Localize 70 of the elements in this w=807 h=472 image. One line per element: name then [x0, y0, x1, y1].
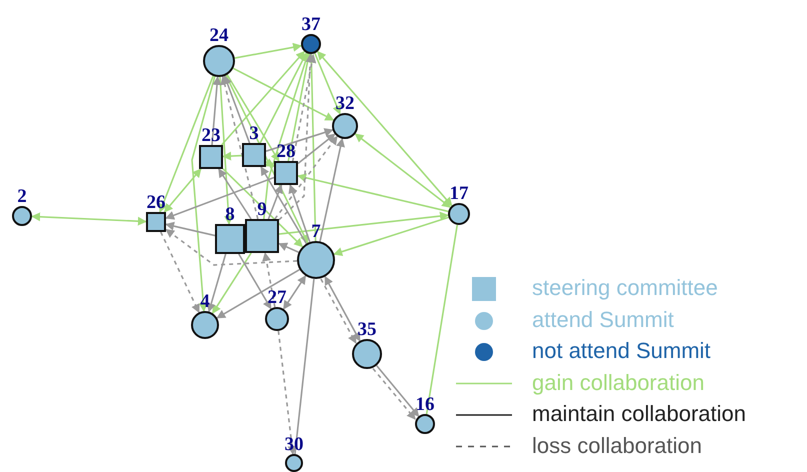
legend-label: loss collaboration — [532, 434, 702, 456]
node-label: 24 — [210, 26, 228, 45]
node-label: 32 — [336, 94, 354, 113]
arrow — [260, 166, 308, 244]
arrow — [264, 158, 275, 167]
arrow — [354, 133, 451, 208]
arrow — [191, 76, 216, 312]
node-label: 9 — [257, 200, 267, 219]
dashed-arrow — [220, 76, 259, 220]
dashed-arrow — [278, 53, 315, 220]
arrow — [206, 254, 226, 312]
arrow — [316, 50, 452, 206]
legend-label: steering committee — [532, 277, 718, 299]
arrow — [221, 50, 305, 146]
arrow — [219, 76, 234, 225]
arrow — [297, 173, 448, 212]
node-label: 35 — [358, 320, 376, 339]
arrow — [259, 52, 308, 144]
node-label: 16 — [416, 395, 434, 414]
legend-label: gain collaboration — [532, 372, 704, 394]
arrow — [333, 216, 449, 256]
node-label: 17 — [450, 184, 468, 203]
dashed-arrow — [274, 136, 338, 220]
node-label: 27 — [268, 288, 286, 307]
arrow — [278, 212, 449, 235]
arrow — [31, 212, 147, 226]
arrow — [263, 52, 310, 220]
node-label: 4 — [200, 292, 210, 311]
node-label: 2 — [17, 187, 27, 206]
arrow — [216, 268, 300, 319]
arrow — [218, 168, 252, 220]
arrow — [158, 76, 214, 213]
dashed-arrow — [165, 228, 298, 266]
arrow — [223, 75, 250, 144]
node-label: 30 — [284, 435, 304, 454]
arrow — [225, 75, 308, 244]
node-label: 8 — [225, 205, 235, 224]
arrow — [288, 52, 312, 162]
legend-label: not attend Summit — [532, 340, 711, 362]
arrow — [164, 168, 202, 213]
arrow — [212, 252, 252, 314]
arrow — [268, 184, 283, 220]
arrow — [222, 152, 242, 161]
node-label: 28 — [276, 142, 296, 161]
dashed-arrow — [292, 54, 316, 162]
node-label: 3 — [249, 124, 259, 143]
node-label: 7 — [311, 222, 321, 241]
arrow — [226, 74, 280, 162]
arrow — [319, 138, 345, 242]
arrow — [165, 222, 216, 236]
arrow — [165, 176, 274, 220]
arrow — [234, 42, 302, 59]
node-label: 23 — [202, 126, 220, 145]
arrow — [282, 275, 306, 310]
node-label: 37 — [302, 15, 320, 34]
dashed-arrow — [262, 252, 276, 308]
arrow — [314, 52, 342, 115]
dashed-arrow — [160, 232, 200, 314]
arrow — [232, 68, 334, 121]
arrow — [266, 128, 334, 152]
arrow — [211, 76, 222, 146]
arrow — [288, 184, 311, 242]
arrow — [298, 133, 336, 164]
legend-label: maintain collaboration — [532, 403, 746, 425]
legend-label: attend Summit — [532, 308, 674, 330]
node-label: 26 — [146, 193, 166, 212]
arrow — [238, 254, 272, 310]
dashed-arrow — [278, 330, 296, 455]
arrow — [222, 168, 304, 248]
arrow — [278, 242, 299, 254]
